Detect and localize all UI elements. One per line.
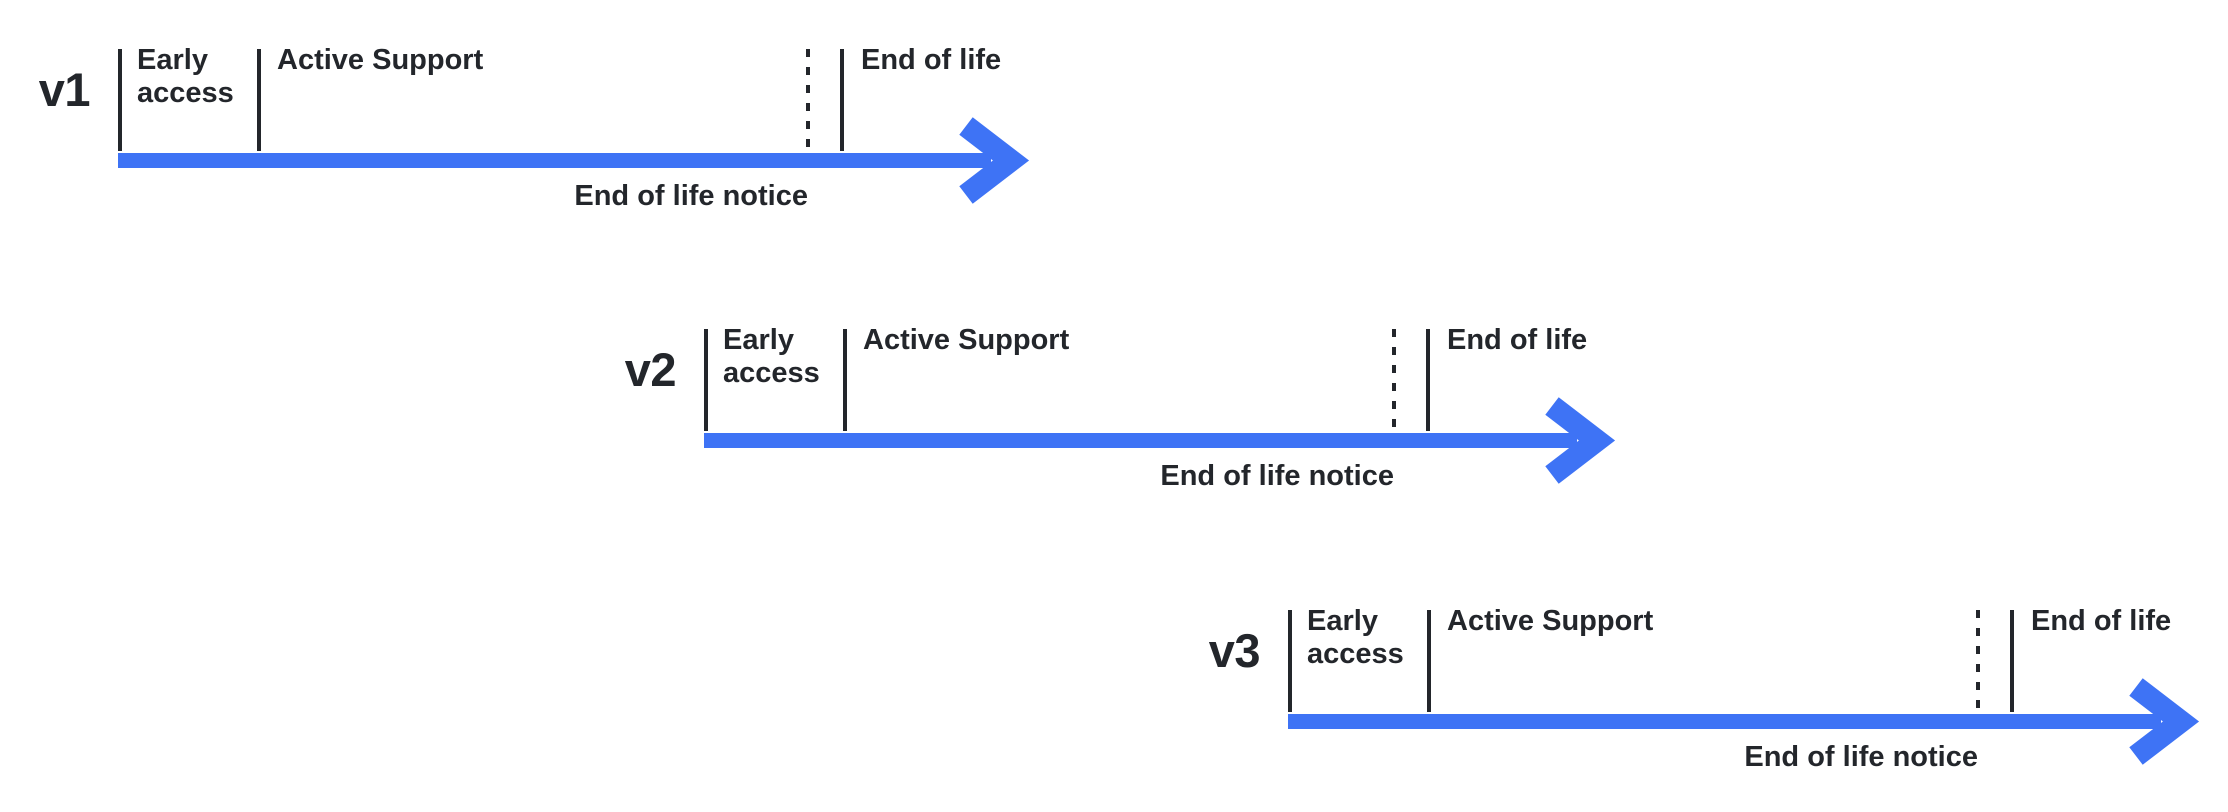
end-of-life-notice-label: End of life notice bbox=[574, 180, 808, 212]
timeline-arrow-shaft bbox=[118, 153, 991, 168]
timeline-arrowhead bbox=[1545, 397, 1616, 484]
active-support-label: Active Support bbox=[863, 324, 1070, 356]
timeline-v3: v3 Early access Active Support End of li… bbox=[1209, 605, 2228, 795]
end-of-life-label: End of life bbox=[2031, 605, 2172, 637]
timeline-graphic-v3 bbox=[1288, 610, 2200, 765]
timeline-arrowhead bbox=[959, 117, 1030, 204]
end-of-life-label: End of life bbox=[1447, 324, 1588, 356]
early-access-label: Early access bbox=[137, 44, 234, 109]
timeline-arrowhead bbox=[2129, 678, 2200, 765]
timeline-v2: v2 Early access Active Support End of li… bbox=[625, 324, 1664, 514]
early-access-label: Early access bbox=[723, 324, 820, 389]
timeline-graphic-v1 bbox=[118, 49, 1030, 204]
active-support-label: Active Support bbox=[277, 44, 484, 76]
version-label-v1: v1 bbox=[38, 63, 91, 116]
timeline-graphic-v2 bbox=[704, 329, 1616, 484]
active-support-label: Active Support bbox=[1447, 605, 1654, 637]
timeline-arrow-shaft bbox=[1288, 714, 2161, 729]
early-access-label: Early access bbox=[1307, 605, 1404, 670]
version-label-v2: v2 bbox=[624, 343, 677, 396]
end-of-life-notice-label: End of life notice bbox=[1744, 741, 1978, 773]
end-of-life-label: End of life bbox=[861, 44, 1002, 76]
version-label-v3: v3 bbox=[1208, 624, 1261, 677]
timeline-v1: v1 Early access Active Support End of li… bbox=[39, 44, 1078, 234]
timeline-arrow-shaft bbox=[704, 433, 1577, 448]
end-of-life-notice-label: End of life notice bbox=[1160, 460, 1394, 492]
